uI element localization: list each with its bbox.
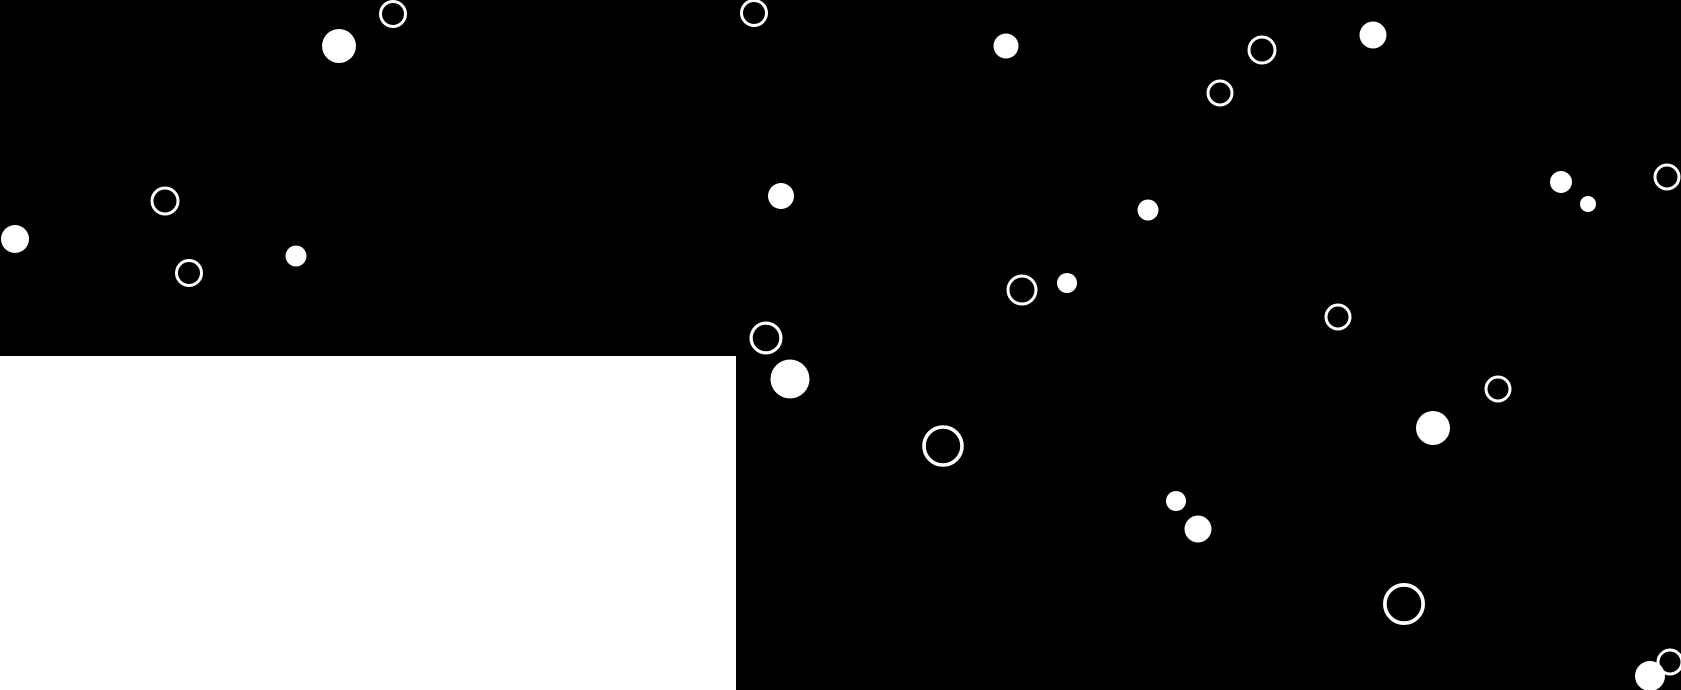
blank-panel [0, 356, 736, 690]
bubble-filled[interactable] [1416, 411, 1450, 445]
bubble-filled[interactable] [770, 359, 810, 399]
bubble-filled[interactable] [1550, 171, 1572, 193]
bubble-ring[interactable] [1006, 274, 1038, 306]
bubble-ring[interactable] [1656, 648, 1681, 676]
bubble-ring[interactable] [1206, 79, 1234, 107]
bubble-filled[interactable] [1137, 199, 1159, 221]
bubble-ring[interactable] [1324, 303, 1352, 331]
bubble-filled[interactable] [1359, 21, 1387, 49]
bubble-filled[interactable] [1, 225, 29, 253]
bubble-ring[interactable] [1247, 35, 1277, 65]
bubble-filled[interactable] [1166, 491, 1186, 511]
bubble-ring[interactable] [740, 0, 768, 27]
bubble-filled[interactable] [1635, 661, 1665, 690]
bubble-filled[interactable] [768, 183, 794, 209]
bubble-filled[interactable] [1057, 273, 1077, 293]
bubble-ring[interactable] [175, 259, 203, 287]
bubble-ring[interactable] [922, 425, 964, 467]
bubble-ring[interactable] [1484, 375, 1512, 403]
bubble-ring[interactable] [1653, 163, 1681, 191]
bubble-ring[interactable] [150, 186, 180, 216]
bubble-ring[interactable] [379, 0, 407, 28]
bubble-ring[interactable] [1382, 582, 1425, 625]
bubble-filled[interactable] [322, 29, 356, 63]
bubble-filled[interactable] [1184, 515, 1212, 543]
bubble-ring[interactable] [749, 321, 783, 355]
bubble-filled[interactable] [285, 245, 307, 267]
bubble-filled[interactable] [1580, 196, 1596, 212]
bubble-filled[interactable] [993, 33, 1019, 59]
